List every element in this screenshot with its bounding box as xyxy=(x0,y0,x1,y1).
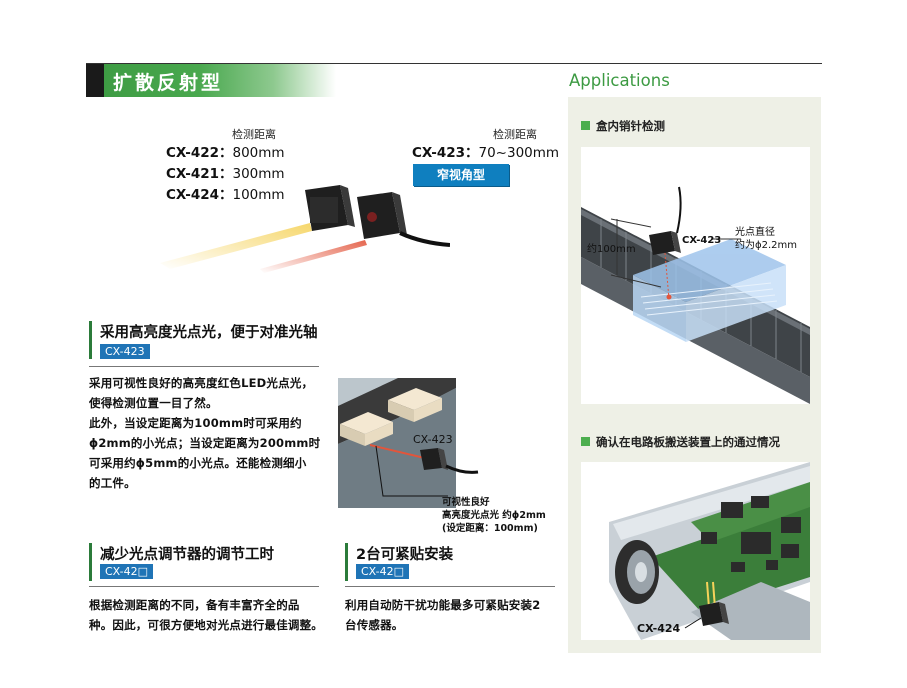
app-item-1-caption: 盒内销针检测 xyxy=(581,118,665,134)
app1-distance-label: 约100mm xyxy=(587,244,636,255)
spec-right-label: 检测距离 xyxy=(493,128,537,141)
top-rule xyxy=(86,63,822,64)
app-item-2-caption: 确认在电路板搬送装置上的通过情况 xyxy=(581,434,780,450)
feature3-title: 2台可紧贴安装 xyxy=(356,547,454,563)
feature3-rule xyxy=(345,586,555,587)
spec-row-cx422: CX-422：800mm xyxy=(166,145,285,161)
feature2-body: 根据检测距离的不同，备有丰富齐全的品 种。因此，可很方便地对光点进行最佳调整。 xyxy=(89,598,323,632)
feature1-diagram-model: CX-423 xyxy=(413,433,453,446)
feature1-diagram-note3: (设定距离：100mm) xyxy=(442,523,538,534)
mini-sensor xyxy=(420,448,479,474)
spec-left-label: 检测距离 xyxy=(232,128,276,141)
feature2-rule xyxy=(89,586,319,587)
feature3-badge: CX-42□ xyxy=(356,564,410,579)
pin-block-2 xyxy=(388,388,442,422)
app-item-2-illustration xyxy=(581,462,810,640)
feature2-accent-bar xyxy=(89,543,92,581)
bullet-square-icon xyxy=(581,437,590,446)
section-title-bar xyxy=(86,64,336,97)
applications-title: Applications xyxy=(569,71,670,90)
narrow-angle-badge: 窄视角型 xyxy=(413,164,509,186)
app1-spot-label-2: 约为ϕ2.2mm xyxy=(735,240,797,251)
pin-block-1 xyxy=(340,412,393,446)
feature1-badge: CX-423 xyxy=(100,344,150,359)
feature2-title: 减少光点调节器的调节工时 xyxy=(100,547,274,563)
app-item-1-illustration xyxy=(581,147,810,404)
app1-model-label: CX-423 xyxy=(682,235,722,246)
spec-row-cx424: CX-424：100mm xyxy=(166,187,285,203)
feature1-body: 采用可视性良好的高亮度红色LED光点光， 使得检测位置一目了然。 此外，当设定距… xyxy=(89,376,321,490)
app2-model-label: CX-424 xyxy=(637,622,681,635)
feature1-diagram-note1: 可视性良好 xyxy=(442,497,490,508)
feature1-accent-bar xyxy=(89,321,92,359)
sensor-body-1 xyxy=(305,185,355,231)
app1-spot-label-1: 光点直径 xyxy=(735,227,775,238)
spec-row-cx423: CX-423：70~300mm xyxy=(412,145,560,161)
bullet-square-icon xyxy=(581,121,590,130)
sensor-product-illustration xyxy=(160,185,450,273)
feature1-title: 采用高亮度光点光，便于对准光轴 xyxy=(100,325,318,341)
spec-row-cx421: CX-421：300mm xyxy=(166,166,285,182)
feature1-diagram-note2: 高亮度光点光 约ϕ2mm xyxy=(442,510,546,521)
feature3-accent-bar xyxy=(345,543,348,581)
sensor-body-2 xyxy=(357,192,450,247)
section-title: 扩散反射型 xyxy=(113,72,224,94)
feature1-diagram xyxy=(338,378,479,508)
feature3-body: 利用自动防干扰功能最多可紧贴安装2 台传感器。 xyxy=(345,598,541,632)
feature2-badge: CX-42□ xyxy=(100,564,154,579)
feature1-rule xyxy=(89,366,319,367)
